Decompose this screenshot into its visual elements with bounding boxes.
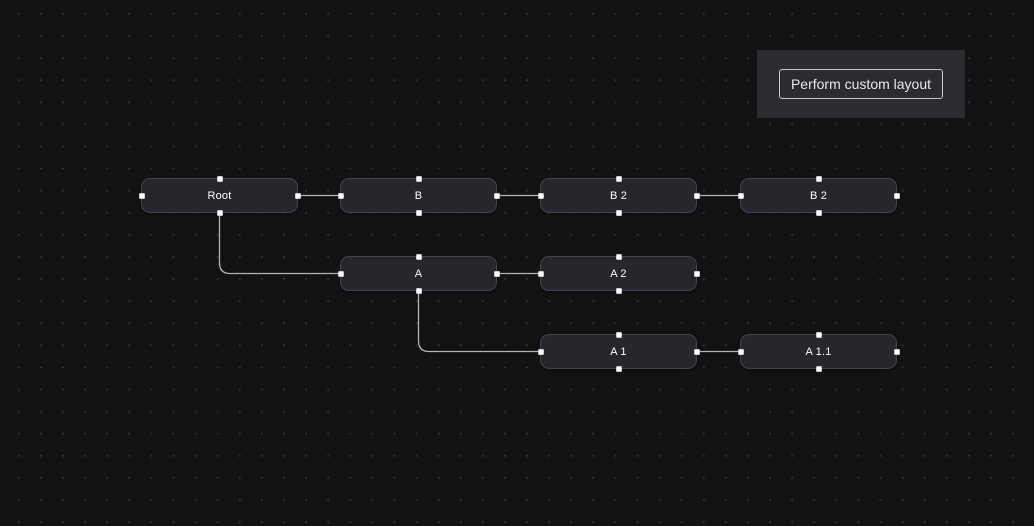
handle-right[interactable] xyxy=(693,192,700,199)
perform-custom-layout-button[interactable]: Perform custom layout xyxy=(778,68,944,100)
node-b[interactable]: B xyxy=(337,175,500,216)
handle-top[interactable] xyxy=(415,253,422,260)
handle-top[interactable] xyxy=(615,253,622,260)
node-label: A 1 xyxy=(610,345,627,358)
handle-right[interactable] xyxy=(893,348,900,355)
handle-top[interactable] xyxy=(415,175,422,182)
handle-left[interactable] xyxy=(737,192,744,199)
handle-right[interactable] xyxy=(693,348,700,355)
handle-right[interactable] xyxy=(693,270,700,277)
handle-right[interactable] xyxy=(493,270,500,277)
controls-panel: Perform custom layout xyxy=(757,50,965,118)
node-label: Root xyxy=(207,189,232,202)
node-label: B xyxy=(414,189,423,202)
node-a[interactable]: A xyxy=(337,253,500,294)
node-b2b[interactable]: B 2 xyxy=(737,175,900,216)
handle-bottom[interactable] xyxy=(615,209,622,216)
handle-bottom[interactable] xyxy=(615,365,622,372)
handle-top[interactable] xyxy=(216,175,223,182)
node-a2[interactable]: A 2 xyxy=(537,253,700,294)
handle-bottom[interactable] xyxy=(415,287,422,294)
handle-left[interactable] xyxy=(138,192,145,199)
handle-left[interactable] xyxy=(737,348,744,355)
handle-bottom[interactable] xyxy=(216,209,223,216)
node-label: A 2 xyxy=(610,267,627,280)
handle-bottom[interactable] xyxy=(415,209,422,216)
node-a1[interactable]: A 1 xyxy=(537,331,700,372)
node-b2a[interactable]: B 2 xyxy=(537,175,700,216)
node-a11[interactable]: A 1.1 xyxy=(737,331,900,372)
edge-root-to-a[interactable] xyxy=(218,214,340,275)
node-label: B 2 xyxy=(809,189,828,202)
handle-right[interactable] xyxy=(893,192,900,199)
handle-bottom[interactable] xyxy=(815,365,822,372)
handle-left[interactable] xyxy=(537,348,544,355)
edge-a-to-a1[interactable] xyxy=(417,292,540,353)
handle-bottom[interactable] xyxy=(815,209,822,216)
handle-bottom[interactable] xyxy=(615,287,622,294)
node-label: A 1.1 xyxy=(805,345,832,358)
handle-left[interactable] xyxy=(337,192,344,199)
handle-left[interactable] xyxy=(537,192,544,199)
handle-right[interactable] xyxy=(493,192,500,199)
handle-top[interactable] xyxy=(815,175,822,182)
handle-top[interactable] xyxy=(615,175,622,182)
handle-left[interactable] xyxy=(337,270,344,277)
handle-left[interactable] xyxy=(537,270,544,277)
node-label: B 2 xyxy=(609,189,628,202)
node-root[interactable]: Root xyxy=(138,175,301,216)
handle-right[interactable] xyxy=(294,192,301,199)
handle-top[interactable] xyxy=(615,331,622,338)
node-label: A xyxy=(414,267,423,280)
handle-top[interactable] xyxy=(815,331,822,338)
